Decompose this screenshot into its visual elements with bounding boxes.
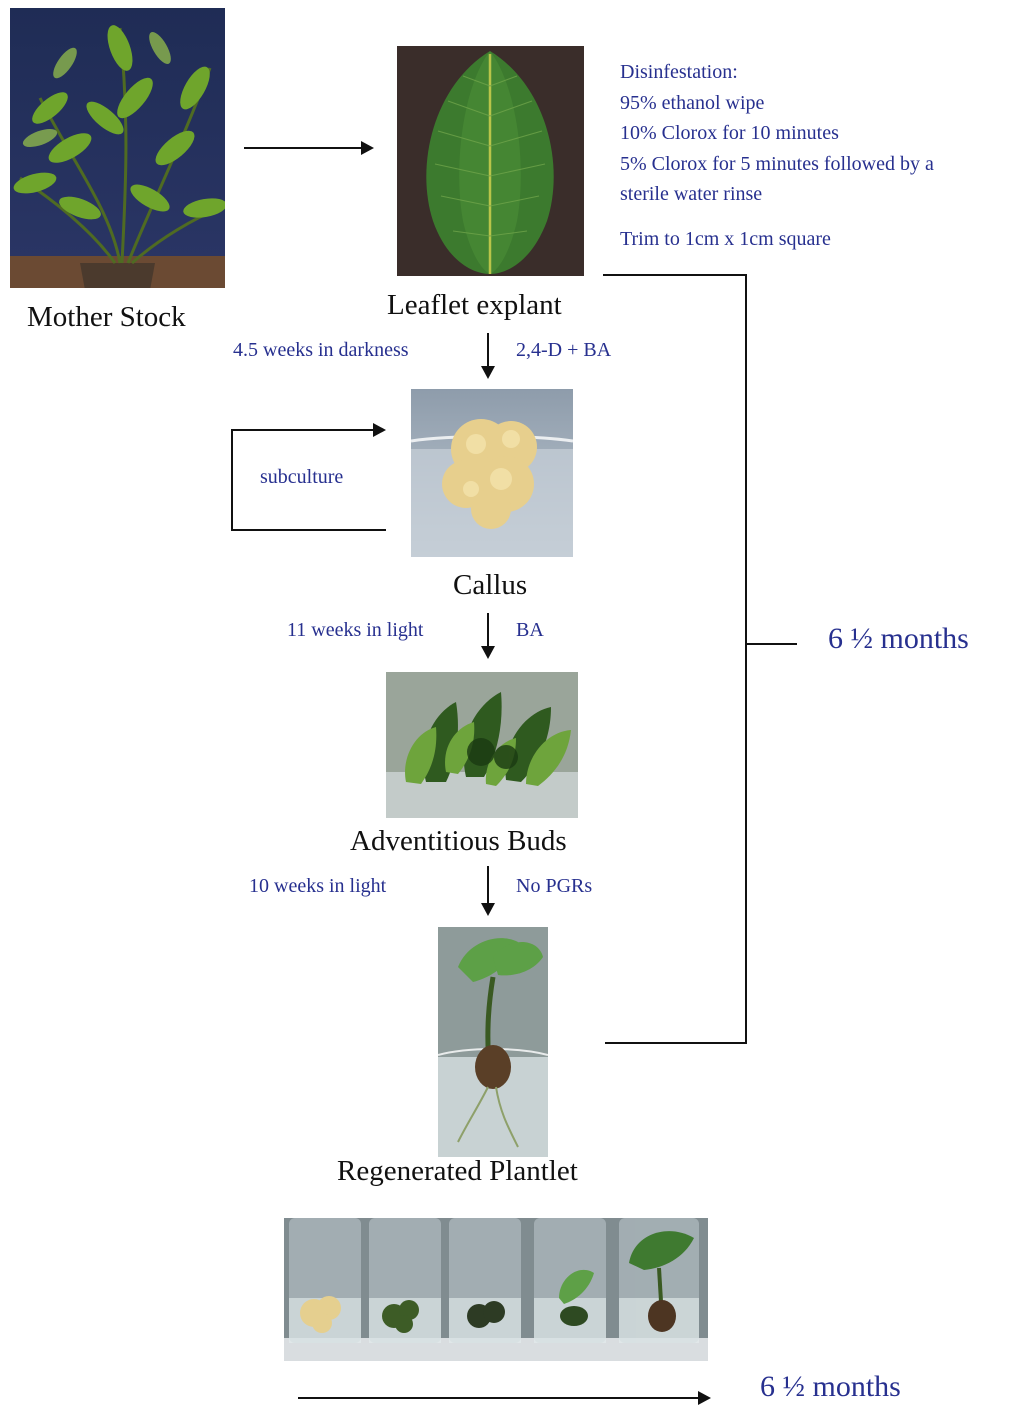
- leaflet-explant-photo: [397, 46, 584, 276]
- arrow-mother-to-leaflet: [244, 147, 372, 149]
- bottom-timeline-arrow: [298, 1397, 709, 1399]
- bottom-duration: 6 ½ months: [760, 1370, 901, 1404]
- callus-to-buds-condition: 11 weeks in light: [287, 619, 423, 642]
- buds-to-plantlet-condition: 10 weeks in light: [249, 875, 386, 898]
- subculture-loop-arrow: [231, 429, 384, 431]
- disinfestation-step: sterile water rinse: [620, 179, 934, 210]
- buds-to-plantlet-medium: No PGRs: [516, 875, 592, 898]
- bracket-tick: [745, 643, 797, 645]
- trim-note: Trim to 1cm x 1cm square: [620, 224, 934, 255]
- disinfestation-heading: Disinfestation:: [620, 57, 934, 88]
- callus-to-buds-medium: BA: [516, 619, 544, 642]
- subculture-loop-bottom: [231, 529, 386, 531]
- mother-stock-label: Mother Stock: [27, 301, 186, 334]
- culture-tubes-photo: [284, 1218, 708, 1361]
- explant-to-callus-medium: 2,4-D + BA: [516, 339, 611, 362]
- callus-photo: [411, 389, 573, 557]
- adventitious-buds-label: Adventitious Buds: [350, 825, 567, 858]
- subculture-label: subculture: [260, 466, 343, 489]
- disinfestation-step: 5% Clorox for 5 minutes followed by a: [620, 149, 934, 180]
- disinfestation-notes: Disinfestation: 95% ethanol wipe 10% Clo…: [620, 57, 934, 254]
- bracket-duration: 6 ½ months: [828, 622, 969, 656]
- adventitious-buds-photo: [386, 672, 578, 818]
- arrow-buds-to-plantlet: [487, 866, 489, 914]
- callus-label: Callus: [453, 569, 527, 602]
- bracket-top: [603, 274, 747, 276]
- subculture-loop-top: [231, 429, 233, 531]
- disinfestation-step: 10% Clorox for 10 minutes: [620, 118, 934, 149]
- regenerated-plantlet-photo: [438, 927, 548, 1157]
- explant-to-callus-condition: 4.5 weeks in darkness: [233, 339, 409, 362]
- arrow-explant-to-callus: [487, 333, 489, 377]
- regenerated-plantlet-label: Regenerated Plantlet: [337, 1155, 578, 1188]
- bracket-vertical: [745, 274, 747, 1044]
- disinfestation-step: 95% ethanol wipe: [620, 88, 934, 119]
- mother-stock-photo: [10, 8, 225, 288]
- arrow-callus-to-buds: [487, 613, 489, 657]
- leaflet-explant-label: Leaflet explant: [387, 289, 562, 322]
- bracket-bottom: [605, 1042, 747, 1044]
